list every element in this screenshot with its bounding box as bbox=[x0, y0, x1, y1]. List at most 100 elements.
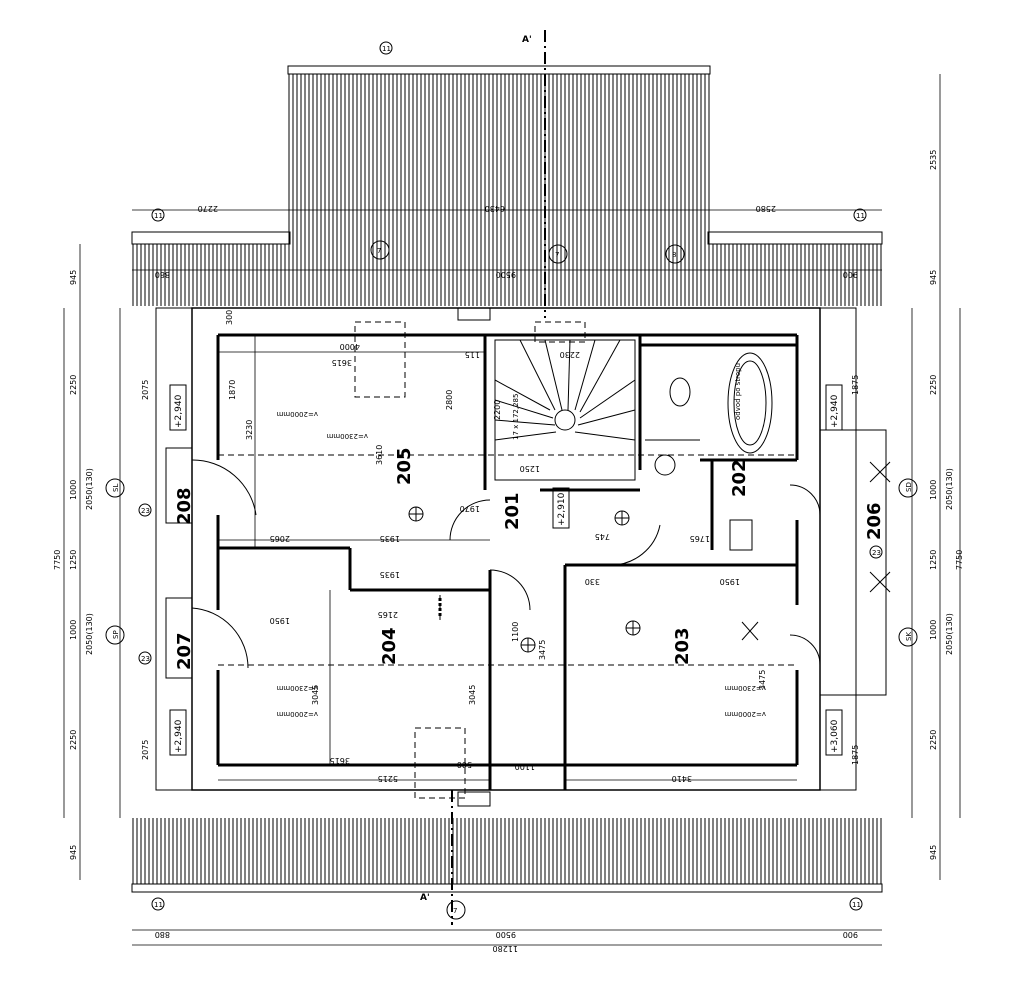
dim-1935a: 1935 bbox=[380, 534, 400, 543]
washbasin bbox=[729, 519, 753, 551]
dim-115: 115 bbox=[465, 350, 480, 359]
dim-203-h2: 3475 bbox=[758, 670, 767, 690]
dim-203-h: 3475 bbox=[538, 640, 547, 660]
dim-top-2580: 2580 bbox=[756, 204, 776, 213]
tag-sl: SL bbox=[112, 484, 120, 492]
dim-left-2050b: 2050(130) bbox=[85, 613, 94, 655]
level-sw: +2,940 bbox=[174, 719, 184, 753]
height-notes: v=2000mm v=2300mm v=2300mm v=2000mm v=23… bbox=[276, 410, 766, 718]
room-207: 207 bbox=[174, 632, 195, 670]
tag-sp: SP bbox=[112, 630, 120, 639]
dim-300: 300 bbox=[225, 310, 234, 325]
dim-right-2050b: 2050(130) bbox=[945, 613, 954, 655]
height-204a: v=2300mm bbox=[276, 684, 318, 692]
level-center: +2,910 bbox=[557, 492, 567, 526]
axis-11-c: 11 bbox=[856, 212, 865, 220]
symbols bbox=[408, 461, 891, 653]
dim-right-7750: 7750 bbox=[955, 550, 964, 570]
dim-204-w: 3615 bbox=[330, 756, 350, 765]
level-ne: +2,940 bbox=[830, 394, 840, 428]
axis-11-b: 11 bbox=[154, 212, 163, 220]
room-dimensions: 4000 3615 3230 1870 2800 3610 3615 5215 … bbox=[218, 310, 797, 783]
dims-left: 945 2250 1000 1250 1000 2250 945 7750 20… bbox=[53, 244, 150, 880]
dim-1100a: 1100 bbox=[511, 622, 520, 642]
dim-left-945a: 945 bbox=[69, 270, 78, 285]
dim-right-1000a: 1000 bbox=[929, 480, 938, 500]
staircase: 17 x 172,285 bbox=[494, 339, 636, 481]
dim-right-945a: 945 bbox=[929, 270, 938, 285]
tag-23c: 23 bbox=[872, 549, 881, 557]
axis-7-c: 7 bbox=[453, 907, 457, 915]
section-label-bottom: A' bbox=[420, 893, 430, 903]
dim-top-6430: 6430 bbox=[485, 204, 505, 213]
skylight-205 bbox=[354, 321, 406, 398]
room-205: 205 bbox=[394, 447, 415, 485]
dim-right-1875b: 1875 bbox=[851, 745, 860, 765]
dim-205-h4: 1870 bbox=[228, 380, 237, 400]
dim-205-h3: 3610 bbox=[375, 445, 384, 465]
dim-1100b: 1100 bbox=[515, 762, 535, 771]
dim-left-1000b: 1000 bbox=[69, 620, 78, 640]
tag-sd: SD bbox=[905, 482, 913, 492]
dim-left-2250a: 2250 bbox=[69, 375, 78, 395]
dim-204-h2: 3045 bbox=[468, 685, 477, 705]
dim-205-h2: 2800 bbox=[445, 390, 454, 410]
dim-top-880: 880 bbox=[155, 270, 170, 279]
dim-left-1000a: 1000 bbox=[69, 480, 78, 500]
section-line: A' A' bbox=[420, 30, 546, 925]
axis-8: 8 bbox=[672, 251, 676, 259]
room-202: 202 bbox=[729, 459, 750, 497]
circle-tags: SL SP SD SK 23 23 23 11 11 11 11 11 7 7 … bbox=[105, 41, 918, 920]
dim-1765: 1765 bbox=[690, 534, 710, 543]
interior-walls bbox=[218, 335, 797, 790]
axis-11-d: 11 bbox=[154, 901, 163, 909]
room-201: 201 bbox=[502, 492, 523, 530]
dim-2230: 2230 bbox=[560, 350, 580, 359]
dim-left-945b: 945 bbox=[69, 845, 78, 860]
dim-right-1000b: 1000 bbox=[929, 620, 938, 640]
level-nw: +2,940 bbox=[174, 394, 184, 428]
roof-dormer-top bbox=[288, 74, 710, 306]
bathroom-fixtures: odvod po stropu bbox=[654, 352, 773, 551]
axis-7-b: 7 bbox=[555, 251, 559, 259]
skylight-204 bbox=[414, 727, 466, 799]
dim-left-7750: 7750 bbox=[53, 550, 62, 570]
dim-left-2050a: 2050(130) bbox=[85, 468, 94, 510]
dim-bottom-11280: 11280 bbox=[493, 944, 518, 953]
axis-7-a: 7 bbox=[377, 247, 381, 255]
dim-204-h: 3045 bbox=[311, 685, 320, 705]
bathtub bbox=[727, 352, 773, 454]
roof-strip-top-right bbox=[708, 244, 882, 306]
roof-areas bbox=[131, 65, 883, 893]
dim-500: 500 bbox=[457, 760, 472, 769]
room-204: 204 bbox=[379, 627, 400, 665]
dim-204-h3: 1950 bbox=[270, 616, 290, 625]
dim-203-w2: 1950 bbox=[720, 577, 740, 586]
height-203a: v=2300mm bbox=[724, 684, 766, 692]
bath-note: odvod po stropu bbox=[734, 363, 742, 420]
ceiling-lines bbox=[218, 454, 797, 666]
axis-11-e: 11 bbox=[852, 901, 861, 909]
level-se: +3,060 bbox=[830, 719, 840, 753]
doors bbox=[191, 459, 821, 669]
dim-330: 330 bbox=[585, 577, 600, 586]
room-numbers: 205 204 203 201 202 206 207 208 bbox=[174, 447, 885, 670]
dim-1970: 1970 bbox=[460, 504, 480, 513]
dims-bottom: 880 9500 900 11280 bbox=[132, 929, 882, 953]
roof-strip-bottom bbox=[132, 818, 882, 884]
dim-right-2050a: 2050(130) bbox=[945, 468, 954, 510]
tag-23a: 23 bbox=[141, 507, 150, 515]
dim-right-2250a: 2250 bbox=[929, 375, 938, 395]
dim-204-w3: 2165 bbox=[378, 610, 398, 619]
dim-right-2250b: 2250 bbox=[929, 730, 938, 750]
height-205b: v=2300mm bbox=[326, 432, 368, 440]
outer-walls bbox=[155, 307, 857, 791]
dim-bottom-9500: 9500 bbox=[496, 930, 516, 939]
level-marks: +2,940 +2,940 +2,940 +3,060 +2,910 bbox=[169, 384, 843, 756]
dim-top-900: 900 bbox=[843, 270, 858, 279]
dims-top: 2270 6430 2580 880 9500 900 bbox=[132, 204, 882, 279]
room-206: 206 bbox=[864, 502, 885, 540]
dim-2065: 2065 bbox=[270, 534, 290, 543]
dim-top-2270: 2270 bbox=[198, 204, 218, 213]
